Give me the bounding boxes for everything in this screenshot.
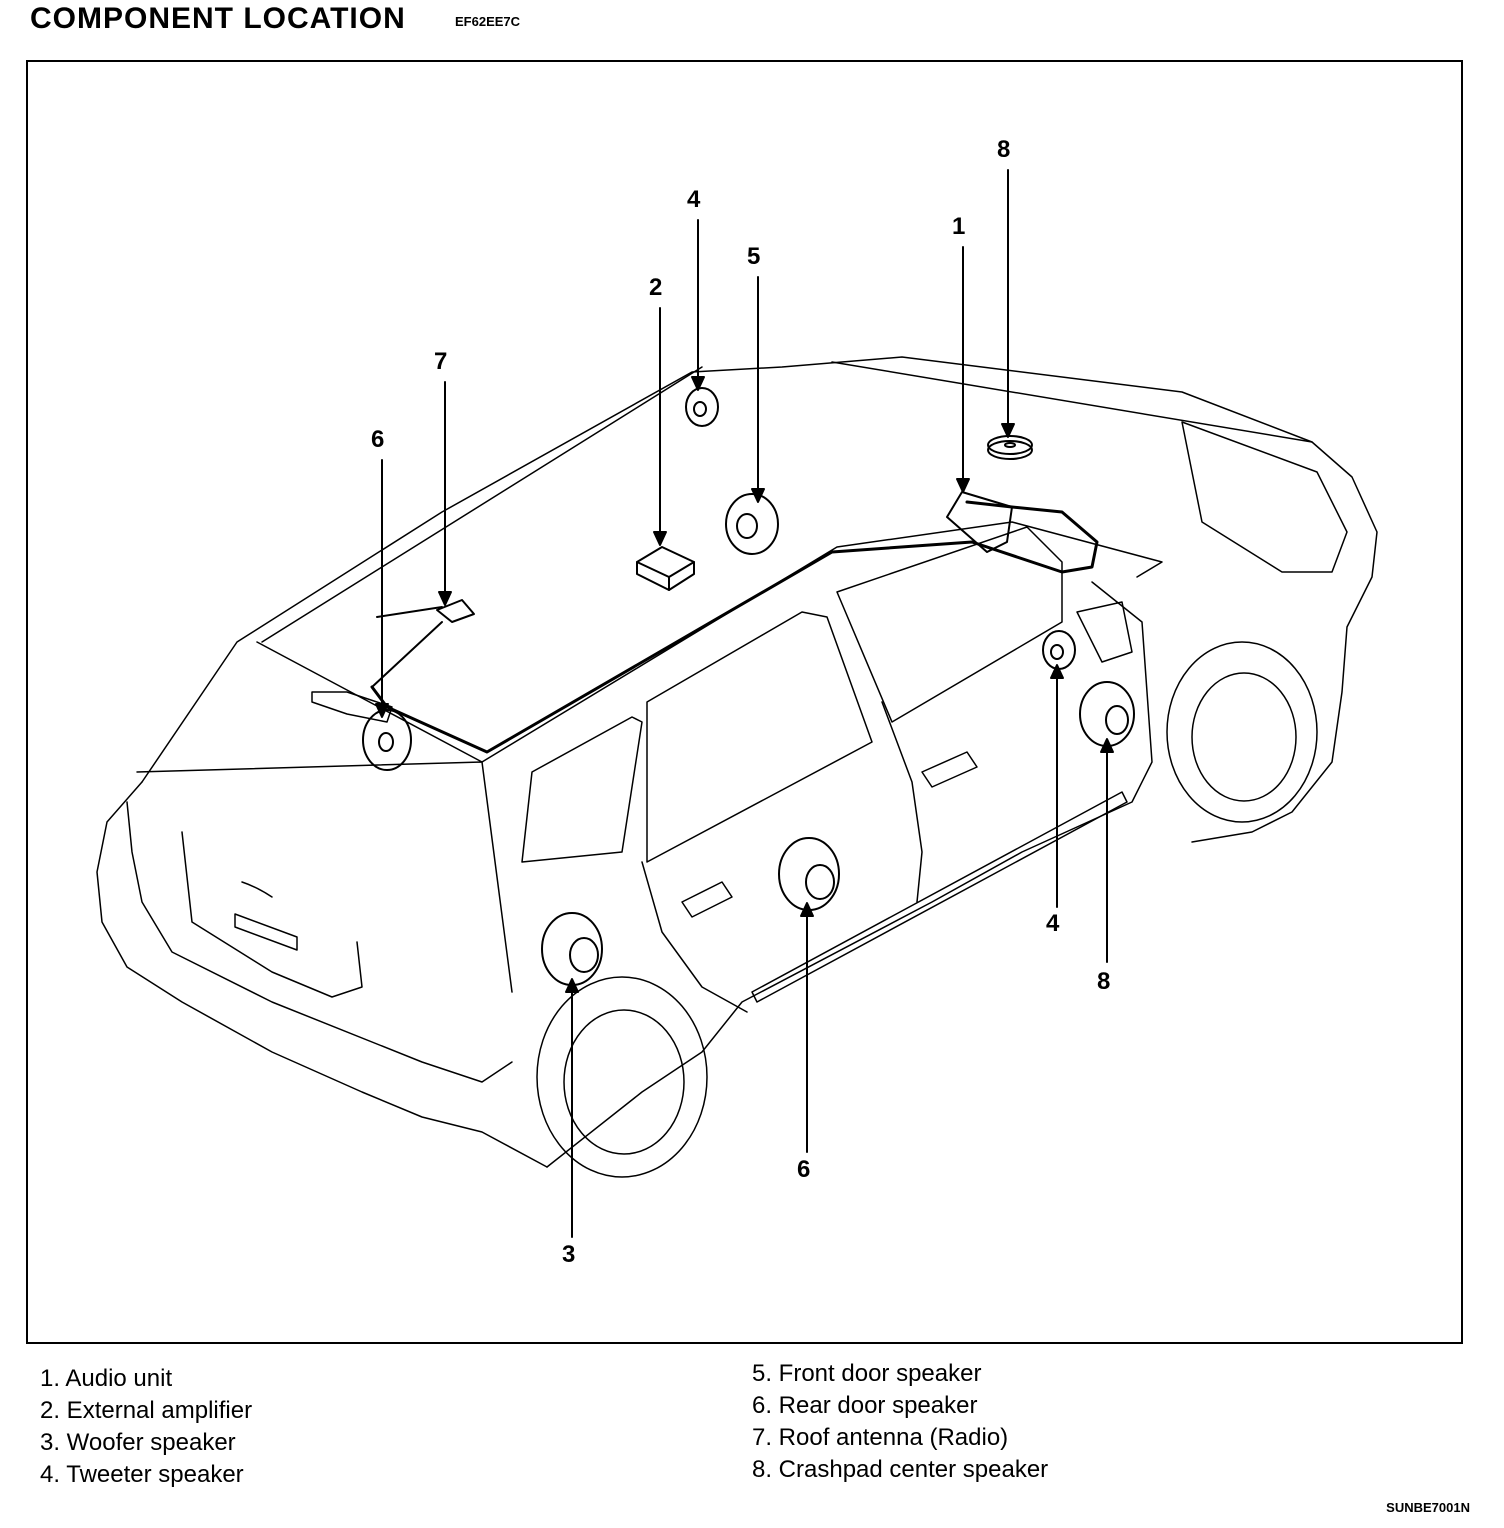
callout-7: 7 [434,348,448,375]
callout-4-bottom: 4 [1046,910,1060,937]
car-diagram [96,169,1378,1238]
callout-4-top: 4 [687,186,701,213]
legend-item: 5. Front door speaker [752,1360,982,1387]
legend-item: 3. Woofer speaker [40,1429,236,1456]
car-body [96,356,1378,1168]
callout-8-bottom: 8 [1097,968,1111,995]
callout-8-top: 8 [997,136,1011,163]
crashpad-center-speaker-icon [987,435,1033,460]
legend-item: 8. Crashpad center speaker [752,1456,1049,1483]
callout-3: 3 [562,1241,576,1268]
antenna-cable [370,500,1099,754]
tweeter-speaker-icon [685,387,719,427]
callout-6-bottom: 6 [797,1156,811,1183]
legend-item: 1. Audio unit [40,1365,173,1392]
legend-item: 4. Tweeter speaker [40,1461,244,1488]
callout-5: 5 [747,243,761,270]
callout-6-top: 6 [371,426,385,453]
document-code: EF62EE7C [455,14,521,29]
figure-code: SUNBE7001N [1386,1500,1470,1515]
roof-antenna-icon [436,599,475,623]
crashpad-center-speaker-icon [1079,681,1135,747]
diagram-frame [26,60,1463,1344]
leader-lines [375,169,1114,1238]
antenna-mast [371,606,443,688]
legend-item: 6. Rear door speaker [752,1392,978,1419]
legend-item: 7. Roof antenna (Radio) [752,1424,1009,1451]
external-amplifier-icon [636,546,695,591]
audio-unit-icon [946,491,1013,553]
rear-door-speaker-icon [362,709,412,771]
wheels [536,641,1318,1178]
callout-2: 2 [649,274,663,301]
callout-1: 1 [952,213,966,240]
rear-door-speaker-icon [778,837,840,911]
legend-item: 2. External amplifier [40,1397,253,1424]
tweeter-speaker-icon [1042,630,1076,670]
front-door-speaker-icon [725,493,779,555]
page-title: COMPONENT LOCATION [30,2,406,35]
woofer-speaker-icon [541,912,603,986]
legend-left: 1. Audio unit 2. External amplifier 3. W… [40,1363,252,1491]
legend-right: 5. Front door speaker 6. Rear door speak… [752,1358,1048,1486]
